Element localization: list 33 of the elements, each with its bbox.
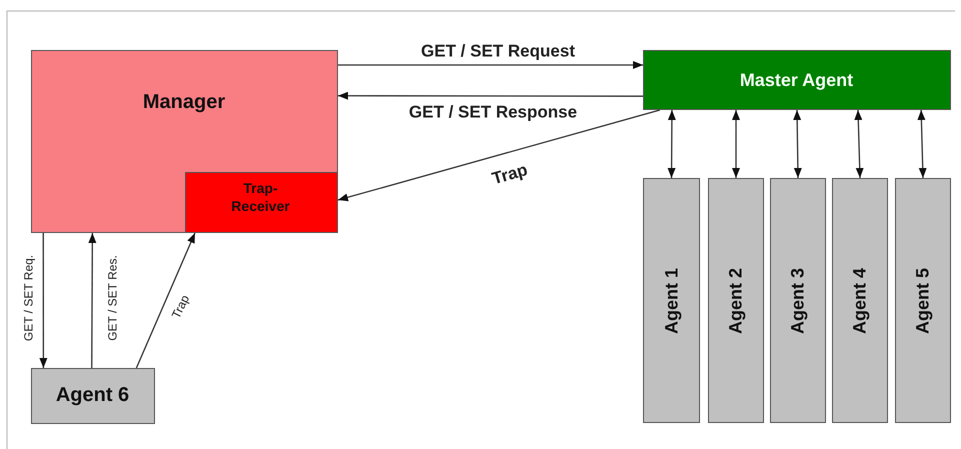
trap-receiver-box [184, 172, 338, 232]
arrow [732, 110, 740, 178]
arrow [338, 109, 660, 202]
node-label: Master Agent [738, 70, 854, 91]
arrow [668, 110, 676, 178]
agent-box [770, 178, 826, 423]
manager-box [31, 50, 338, 233]
node-label: Agent 5 [912, 268, 934, 334]
arrow [136, 232, 196, 368]
edge-label: GET / SET Res. [106, 255, 120, 341]
arrow [88, 233, 96, 368]
arrow [338, 92, 643, 100]
arrow [854, 110, 864, 178]
agent-box [708, 178, 764, 423]
edge-label: GET / SET Request [421, 42, 575, 62]
agent-box [895, 178, 951, 423]
node-label: Manager [142, 91, 226, 114]
node-label: Agent 1 [661, 268, 682, 334]
node-label: Trap-Receiver [230, 178, 291, 216]
arrow [39, 233, 48, 368]
agent-box [643, 178, 700, 423]
node-label: Agent 3 [788, 268, 808, 334]
arrow [338, 61, 643, 69]
edge-label: GET / SET Req. [22, 254, 36, 342]
agent-box [31, 368, 155, 424]
node-label: Agent 2 [726, 268, 746, 334]
arrow [917, 110, 927, 178]
edge-label: GET / SET Response [408, 104, 578, 122]
agent-box [832, 178, 888, 423]
node-label: Agent 4 [850, 268, 870, 334]
node-label: Agent 6 [54, 384, 130, 407]
master-agent-box [643, 50, 951, 110]
arrow [793, 110, 802, 178]
